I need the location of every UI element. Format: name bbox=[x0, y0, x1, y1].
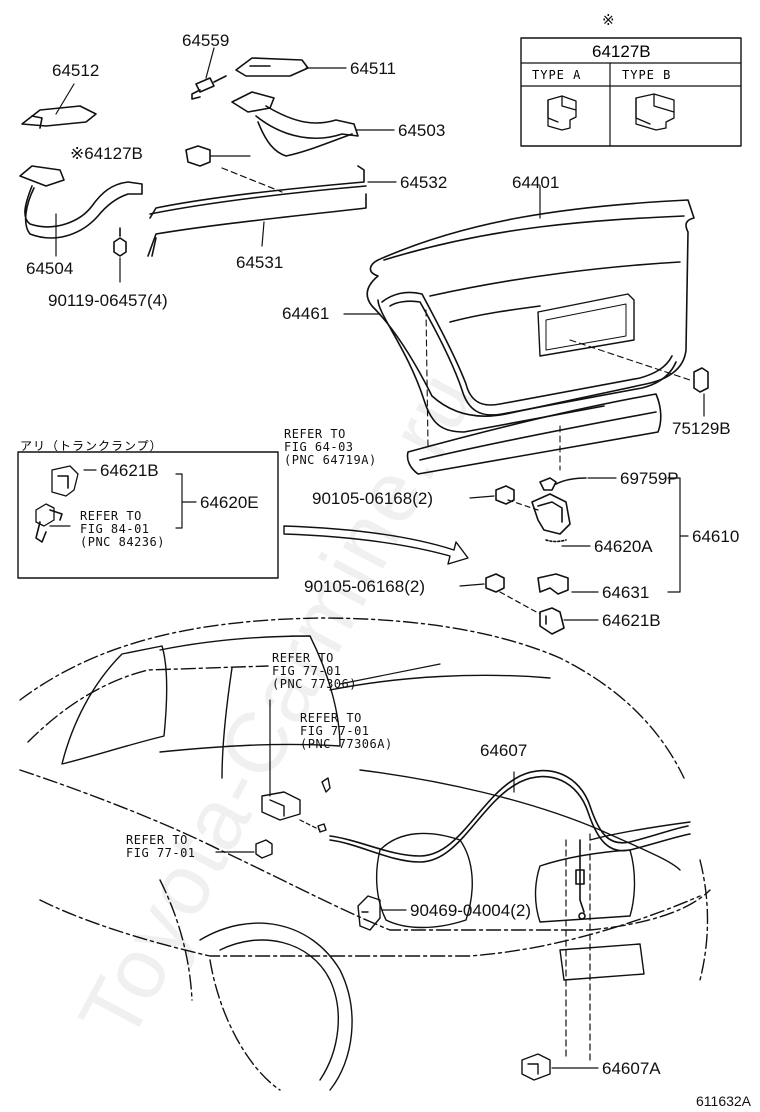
garnish-panel bbox=[406, 393, 662, 475]
label-64621B: 64621B bbox=[602, 611, 661, 630]
label-90469: 90469-04004(2) bbox=[410, 901, 531, 920]
torsion-bar-64531 bbox=[147, 193, 367, 257]
box-title: アリ（トランクランプ） bbox=[20, 439, 163, 453]
lock-assembly-64610 bbox=[485, 477, 587, 635]
label-69759P: 69759P bbox=[620, 469, 679, 488]
release-cable-64607 bbox=[329, 769, 691, 920]
ref-fig-64-03: REFER TO FIG 64-03 (PNC 64719A) bbox=[284, 427, 377, 467]
label-64559: 64559 bbox=[182, 31, 230, 50]
cable-end-64607A bbox=[521, 1053, 599, 1081]
bolt-90119 bbox=[113, 227, 127, 257]
label-90105-a: 90105-06168(2) bbox=[312, 489, 433, 508]
hinge-arm-64503 bbox=[231, 91, 359, 157]
label-64631: 64631 bbox=[602, 583, 650, 602]
label-64401: 64401 bbox=[512, 173, 560, 192]
car-rear bbox=[199, 821, 691, 1091]
release-lever bbox=[255, 777, 331, 859]
label-64503: 64503 bbox=[398, 121, 446, 140]
bolt-64559 bbox=[191, 75, 227, 100]
car-windows bbox=[61, 635, 681, 871]
label-75129B: 75129B bbox=[672, 419, 731, 438]
label-90105-b: 90105-06168(2) bbox=[304, 577, 425, 596]
label-64620A: 64620A bbox=[594, 537, 653, 556]
ref-fig-77-01-b: REFER TO FIG 77-01 (PNC 77306A) bbox=[300, 711, 393, 751]
label-64621B-box: 64621B bbox=[100, 461, 159, 480]
clip-type-b-icon bbox=[635, 93, 675, 131]
dashed-guides-lid bbox=[425, 309, 691, 471]
label-90119: 90119-06457(4) bbox=[48, 291, 168, 310]
hinge-arm-64504 bbox=[19, 165, 143, 239]
leader-lines-top bbox=[55, 47, 397, 283]
table-title: 64127B bbox=[592, 42, 651, 61]
ref-fig-84-01: REFER TO FIG 84-01 (PNC 84236) bbox=[80, 509, 165, 549]
label-64512: 64512 bbox=[52, 61, 100, 80]
hinge-plate-64511 bbox=[235, 57, 309, 77]
clip-75129B bbox=[693, 367, 709, 417]
clip-64127B bbox=[185, 145, 211, 167]
label-64531: 64531 bbox=[236, 253, 284, 272]
clip-type-a-icon bbox=[547, 95, 577, 131]
cable-clamp-90469 bbox=[357, 895, 407, 931]
type-table bbox=[520, 37, 742, 147]
leader-lines-right bbox=[459, 477, 689, 621]
label-64127B: ※64127B bbox=[70, 144, 143, 163]
label-64610: 64610 bbox=[692, 527, 740, 546]
ref-fig-77-01-a: REFER TO FIG 77-01 (PNC 77306) bbox=[272, 651, 357, 691]
trunk-lamp-box bbox=[17, 451, 279, 579]
note-mark: ※ bbox=[602, 12, 615, 29]
hinge-bracket-64512 bbox=[21, 105, 97, 129]
label-64620E: 64620E bbox=[200, 493, 259, 512]
flow-arrow bbox=[283, 525, 469, 565]
torsion-bar-64532 bbox=[149, 165, 367, 219]
weatherstrip-64461 bbox=[343, 291, 677, 433]
label-64607A: 64607A bbox=[602, 1059, 661, 1078]
table-type-b: TYPE B bbox=[622, 68, 672, 82]
label-64461: 64461 bbox=[282, 304, 330, 323]
ref-fig-77-01-c: REFER TO FIG 77-01 bbox=[126, 833, 196, 860]
label-64532: 64532 bbox=[400, 173, 448, 192]
leader-lines-car bbox=[215, 663, 591, 1061]
label-64504: 64504 bbox=[26, 259, 74, 278]
table-type-a: TYPE A bbox=[532, 68, 582, 82]
label-64511: 64511 bbox=[350, 59, 397, 78]
figure-code: 611632A bbox=[696, 1093, 752, 1109]
label-64607: 64607 bbox=[480, 741, 528, 760]
car-body bbox=[19, 617, 711, 1091]
